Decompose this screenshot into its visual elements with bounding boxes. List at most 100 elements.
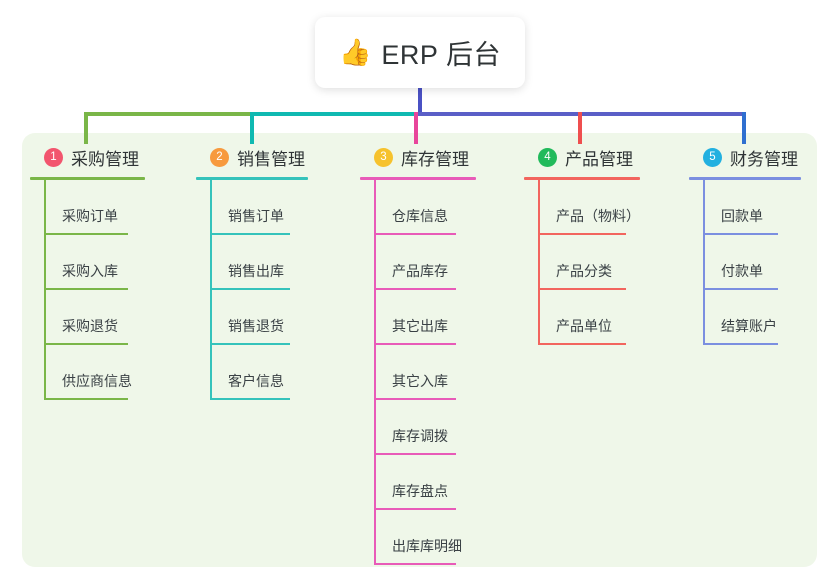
- item-spine: [44, 180, 46, 400]
- item-spine: [538, 180, 540, 345]
- list-item-underline: [374, 343, 456, 345]
- category-item-list: 仓库信息产品库存其它出库其它入库库存调拨库存盘点出库库明细: [360, 180, 510, 565]
- category-column-5: 5 财务管理回款单付款单结算账户: [689, 143, 834, 345]
- list-item-underline: [44, 343, 128, 345]
- list-item-underline: [44, 288, 128, 290]
- category-column-3: 3 库存管理仓库信息产品库存其它出库其它入库库存调拨库存盘点出库库明细: [360, 143, 510, 565]
- list-item-label: 其它入库: [392, 373, 448, 389]
- list-item-label: 客户信息: [228, 373, 284, 389]
- list-item-label: 供应商信息: [62, 373, 132, 389]
- root-title-card[interactable]: 👍 ERP 后台: [315, 17, 525, 88]
- connector-bus-segment-2: [250, 112, 416, 116]
- list-item-underline: [374, 398, 456, 400]
- category-item-list: 回款单付款单结算账户: [689, 180, 834, 345]
- category-number-badge: 3: [374, 147, 393, 167]
- list-item[interactable]: 结算账户: [689, 290, 834, 345]
- list-item[interactable]: 产品库存: [360, 235, 510, 290]
- list-item-label: 产品（物料）: [556, 208, 640, 224]
- list-item[interactable]: 产品单位: [524, 290, 674, 345]
- category-title: 采购管理: [71, 149, 139, 169]
- list-item-label: 库存调拨: [392, 428, 448, 444]
- list-item-underline: [374, 453, 456, 455]
- list-item-underline: [44, 233, 128, 235]
- list-item-label: 采购退货: [62, 318, 118, 334]
- list-item-underline: [374, 508, 456, 510]
- category-number-badge: 4: [538, 147, 557, 167]
- list-item[interactable]: 采购订单: [30, 180, 180, 235]
- category-header-2[interactable]: 2 销售管理: [196, 143, 346, 171]
- list-item-label: 采购入库: [62, 263, 118, 279]
- list-item[interactable]: 销售出库: [196, 235, 346, 290]
- list-item[interactable]: 库存盘点: [360, 455, 510, 510]
- list-item-underline: [703, 343, 778, 345]
- category-header-3[interactable]: 3 库存管理: [360, 143, 510, 171]
- category-item-list: 产品（物料） 产品分类产品单位: [524, 180, 674, 345]
- list-item[interactable]: 产品（物料）: [524, 180, 674, 235]
- list-item-label: 结算账户: [721, 318, 777, 334]
- category-title: 财务管理: [730, 149, 798, 169]
- category-column-2: 2 销售管理销售订单销售出库销售退货客户信息: [196, 143, 346, 400]
- category-header-1[interactable]: 1 采购管理: [30, 143, 180, 171]
- list-item-underline: [538, 233, 626, 235]
- page-title: ERP 后台: [381, 40, 501, 70]
- item-spine: [374, 180, 376, 565]
- list-item-label: 回款单: [721, 208, 763, 224]
- list-item[interactable]: 其它出库: [360, 290, 510, 345]
- category-title: 库存管理: [401, 149, 469, 169]
- list-item[interactable]: 仓库信息: [360, 180, 510, 235]
- list-item-underline: [44, 398, 128, 400]
- list-item-underline: [374, 288, 456, 290]
- list-item-underline: [210, 233, 290, 235]
- item-spine: [210, 180, 212, 400]
- category-number-badge: 2: [210, 147, 229, 167]
- list-item-underline: [210, 288, 290, 290]
- connector-drop-5: [742, 112, 746, 144]
- item-spine: [703, 180, 705, 345]
- list-item-label: 销售订单: [228, 208, 284, 224]
- category-header-4[interactable]: 4 产品管理: [524, 143, 674, 171]
- list-item[interactable]: 产品分类: [524, 235, 674, 290]
- list-item-label: 销售退货: [228, 318, 284, 334]
- list-item[interactable]: 回款单: [689, 180, 834, 235]
- category-item-list: 采购订单采购入库采购退货供应商信息: [30, 180, 180, 400]
- category-item-list: 销售订单销售出库销售退货客户信息: [196, 180, 346, 400]
- list-item-underline: [538, 343, 626, 345]
- connector-drop-1: [84, 112, 88, 144]
- list-item-label: 产品分类: [556, 263, 612, 279]
- list-item-label: 出库库明细: [392, 538, 462, 554]
- list-item-underline: [703, 233, 778, 235]
- list-item[interactable]: 付款单: [689, 235, 834, 290]
- list-item-underline: [538, 288, 626, 290]
- category-header-5[interactable]: 5 财务管理: [689, 143, 834, 171]
- list-item[interactable]: 库存调拨: [360, 400, 510, 455]
- list-item-label: 采购订单: [62, 208, 118, 224]
- connector-drop-2: [250, 112, 254, 144]
- list-item[interactable]: 采购退货: [30, 290, 180, 345]
- category-title: 销售管理: [237, 149, 305, 169]
- connector-drop-4: [578, 112, 582, 144]
- list-item-label: 销售出库: [228, 263, 284, 279]
- list-item[interactable]: 其它入库: [360, 345, 510, 400]
- category-title: 产品管理: [565, 149, 633, 169]
- list-item-underline: [374, 233, 456, 235]
- list-item[interactable]: 销售退货: [196, 290, 346, 345]
- category-number-badge: 1: [44, 147, 63, 167]
- list-item[interactable]: 出库库明细: [360, 510, 510, 565]
- list-item-label: 产品单位: [556, 318, 612, 334]
- content-panel: [22, 133, 817, 567]
- category-underline: [689, 177, 801, 180]
- connector-bus-segment-1: [84, 112, 252, 116]
- list-item-label: 仓库信息: [392, 208, 448, 224]
- list-item[interactable]: 销售订单: [196, 180, 346, 235]
- category-underline: [30, 177, 145, 180]
- list-item-underline: [374, 563, 456, 565]
- list-item[interactable]: 采购入库: [30, 235, 180, 290]
- list-item-underline: [210, 343, 290, 345]
- list-item[interactable]: 客户信息: [196, 345, 346, 400]
- list-item[interactable]: 供应商信息: [30, 345, 180, 400]
- category-number-badge: 5: [703, 147, 722, 167]
- category-column-4: 4 产品管理产品（物料） 产品分类产品单位: [524, 143, 674, 345]
- category-underline: [196, 177, 308, 180]
- list-item-underline: [210, 398, 290, 400]
